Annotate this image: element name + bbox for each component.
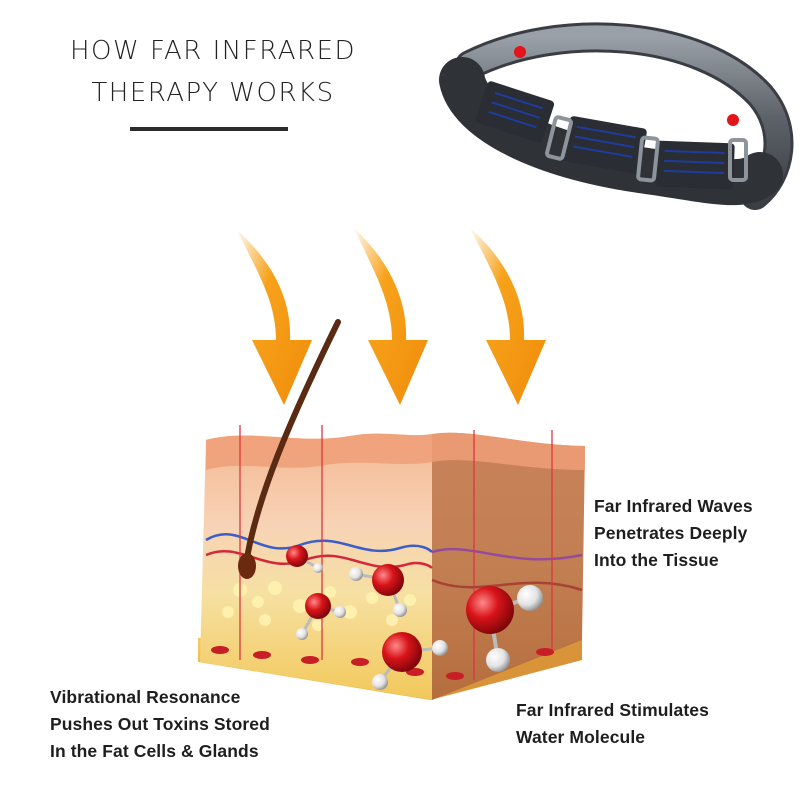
page-title: HOW FAR INFRARED THERAPY WORKS [28,30,398,114]
water-molecule-icon [286,545,323,573]
water-molecule-icon [296,593,346,640]
caption-line: Far Infrared Waves [594,496,753,516]
bracelet-magnet [727,114,739,126]
caption-line: Vibrational Resonance [50,687,241,707]
water-molecule-icon [466,585,543,672]
title-line-2: THERAPY WORKS [91,78,335,108]
magnetic-bracelet-image [439,22,794,210]
infrared-wave-arrow-icon [354,228,428,405]
caption-line: Penetrates Deeply [594,523,748,543]
title-underline [130,127,288,131]
infrared-wave-arrow-icon [237,230,312,405]
infrared-wave-arrow-icon [470,228,546,405]
caption-line: Far Infrared Stimulates [516,700,709,720]
caption-vibrational-resonance: Vibrational Resonance Pushes Out Toxins … [50,684,270,765]
caption-line: Pushes Out Toxins Stored [50,714,270,734]
caption-stimulates-water: Far Infrared Stimulates Water Molecule [516,697,709,751]
bracelet-magnet [514,46,526,58]
caption-infrared-waves: Far Infrared Waves Penetrates Deeply Int… [594,493,753,574]
title-line-1: HOW FAR INFRARED [69,36,357,66]
water-molecule-icon [372,632,448,690]
caption-line: In the Fat Cells & Glands [50,741,259,761]
water-molecule-icon [349,564,407,617]
caption-line: Water Molecule [516,727,646,747]
caption-line: Into the Tissue [594,550,719,570]
